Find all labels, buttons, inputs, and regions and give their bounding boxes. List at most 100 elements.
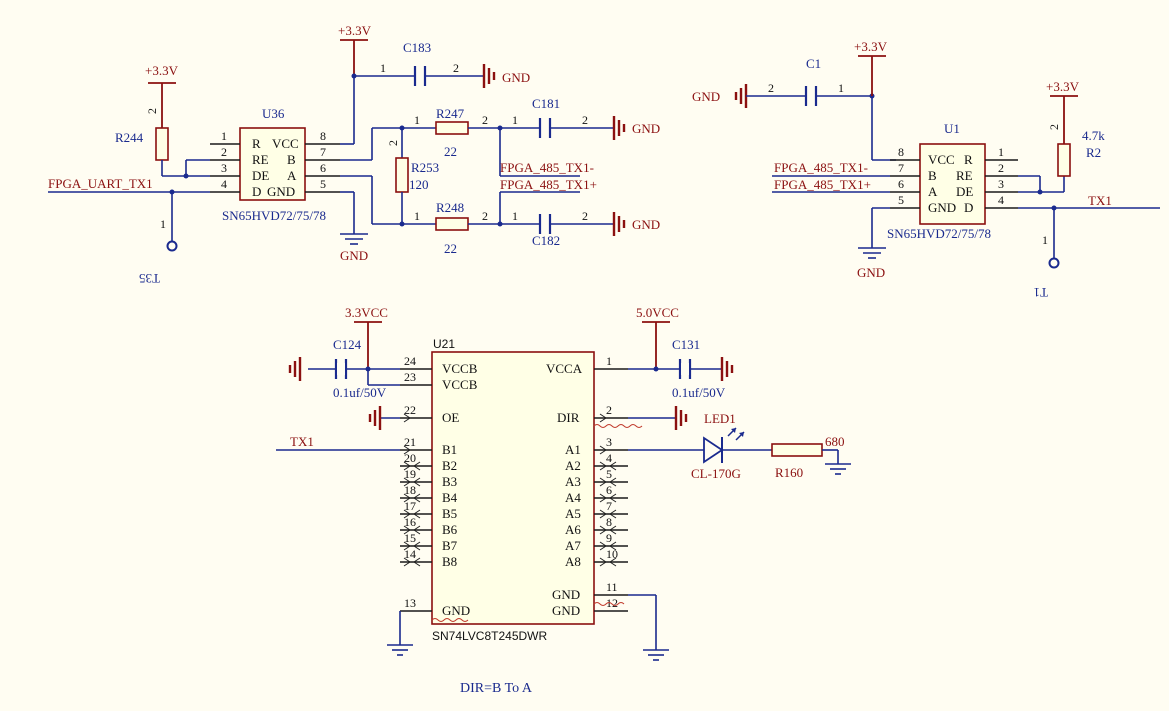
u21-pin11-num: 11: [606, 580, 618, 594]
u36-pin8-num: 8: [320, 129, 326, 143]
u21-pin4-num: 4: [606, 451, 612, 465]
u21-pin17-num: 17: [404, 499, 416, 513]
u21-pin6-num: 6: [606, 483, 612, 497]
r160-resistor[interactable]: [771, 443, 823, 457]
u21-pin20-name: B2: [442, 458, 457, 473]
c124-value: 0.1uf/50V: [333, 385, 387, 400]
u1-pin1-name: R: [964, 152, 973, 167]
r244-pin-number: 2: [145, 108, 159, 114]
tp35-testpoint[interactable]: [166, 240, 178, 252]
u1-pin8-name: VCC: [928, 152, 955, 167]
u21-pin7-name: A5: [565, 506, 581, 521]
u21-ref: U21: [433, 337, 455, 351]
u1-body[interactable]: [919, 143, 986, 225]
u1-pin7-num: 7: [898, 161, 904, 175]
dir-drc-squiggle: [593, 424, 643, 428]
tp35-pin: 1: [160, 217, 166, 231]
u21-pin18-num: 18: [404, 483, 416, 497]
r253-value: 120: [409, 177, 429, 192]
u36-pin2-num: 2: [221, 145, 227, 159]
u21-body[interactable]: [431, 351, 595, 625]
u36-pin3-name: DE: [252, 168, 269, 183]
u36-tie-junction: [183, 173, 189, 179]
tp1-ref: T1: [1034, 285, 1048, 300]
r2-resistor[interactable]: [1057, 143, 1071, 177]
u21-pin16-num: 16: [404, 515, 416, 529]
u21-pin6-name: A4: [565, 490, 581, 505]
u21-pin23-num: 23: [404, 370, 416, 384]
u21-pin2-name: DIR: [557, 410, 580, 425]
u21-part: SN74LVC8T245DWR: [432, 629, 547, 643]
u36-body[interactable]: [239, 127, 306, 201]
fpga-485-p-label: FPGA_485_TX1+: [500, 177, 597, 192]
c182-pin2: 2: [582, 209, 588, 223]
r2-ref: R2: [1086, 145, 1101, 160]
r160-value: 680: [825, 434, 845, 449]
c124-ref: C124: [333, 337, 362, 352]
tx1-net-label: TX1: [1088, 193, 1112, 208]
u21-pin5-name: A3: [565, 474, 581, 489]
u1-pin2-name: RE: [956, 168, 973, 183]
r248-ref: R248: [436, 200, 464, 215]
c131-ref: C131: [672, 337, 700, 352]
u36-pin1-name: R: [252, 136, 261, 151]
u21-pin14-num: 14: [404, 547, 416, 561]
u1-a-net-label: FPGA_485_TX1+: [774, 177, 871, 192]
r247-value: 22: [444, 144, 457, 159]
u36-pin4-name: D: [252, 184, 261, 199]
u1-pin5-num: 5: [898, 193, 904, 207]
u21-pin18-name: B4: [442, 490, 458, 505]
r248-resistor[interactable]: [435, 217, 469, 231]
u21-pin14-name: B8: [442, 554, 457, 569]
u21-block: U21 SN74LVC8T245DWR 24 23 22 21 20 19 18…: [276, 305, 851, 696]
r247-resistor[interactable]: [435, 121, 469, 135]
u21-pin12-name: GND: [552, 603, 580, 618]
u1-pin3-name: DE: [956, 184, 973, 199]
r244-supply-label: +3.3V: [145, 63, 179, 78]
c131-gap: [681, 363, 689, 375]
u21-pin23-name: VCCB: [442, 377, 478, 392]
u21-pin4-name: A2: [565, 458, 581, 473]
c181-pin2: 2: [582, 113, 588, 127]
c131-ground-symbol: [720, 357, 734, 381]
r244-resistor[interactable]: [155, 127, 169, 161]
u36-pin5-name: GND: [267, 184, 295, 199]
u1-pin6-num: 6: [898, 177, 904, 191]
r253-resistor[interactable]: [395, 157, 409, 193]
c181-ground-symbol: [612, 116, 626, 140]
c124-gap: [337, 363, 345, 375]
r248-pin2: 2: [482, 209, 488, 223]
u21-pin13-name: GND: [442, 603, 470, 618]
u1-vcc-supply-label: +3.3V: [854, 39, 888, 54]
u1-tie-junction: [1037, 189, 1043, 195]
u36-ground-symbol: [340, 233, 368, 245]
tp1-testpoint[interactable]: [1048, 257, 1060, 269]
c182-ground-symbol: [612, 212, 626, 236]
u21-pin21-name: B1: [442, 442, 457, 457]
u1-ref: U1: [944, 121, 960, 136]
c182-ref: C182: [532, 233, 560, 248]
u21-pin21-num: 21: [404, 435, 416, 449]
u1-ground-label: GND: [857, 265, 885, 280]
u36-ground-label: GND: [340, 248, 368, 263]
u21-pin19-name: B3: [442, 474, 457, 489]
u21-pin3-num: 3: [606, 435, 612, 449]
u21-pin13-num: 13: [404, 596, 416, 610]
u21-pin17-name: B5: [442, 506, 457, 521]
led1-diode[interactable]: [703, 436, 724, 464]
r160-ground-symbol: [825, 463, 851, 475]
u36-vcc-supply-label: +3.3V: [338, 23, 372, 38]
u21-pin5-num: 5: [606, 467, 612, 481]
u21-pin1-name: VCCA: [546, 361, 583, 376]
u21-pin24-num: 24: [404, 354, 416, 368]
r253-ref: R253: [411, 160, 439, 175]
oe-ground-symbol: [368, 406, 382, 430]
b1-tx1-label: TX1: [290, 434, 314, 449]
c181-pin1: 1: [512, 113, 518, 127]
u21-gnd11-ground-symbol: [643, 649, 669, 661]
u1-pin4-name: D: [964, 200, 973, 215]
led1-part: CL-170G: [691, 466, 741, 481]
r247-pin2: 2: [482, 113, 488, 127]
u21-pin2-num: 2: [606, 403, 612, 417]
